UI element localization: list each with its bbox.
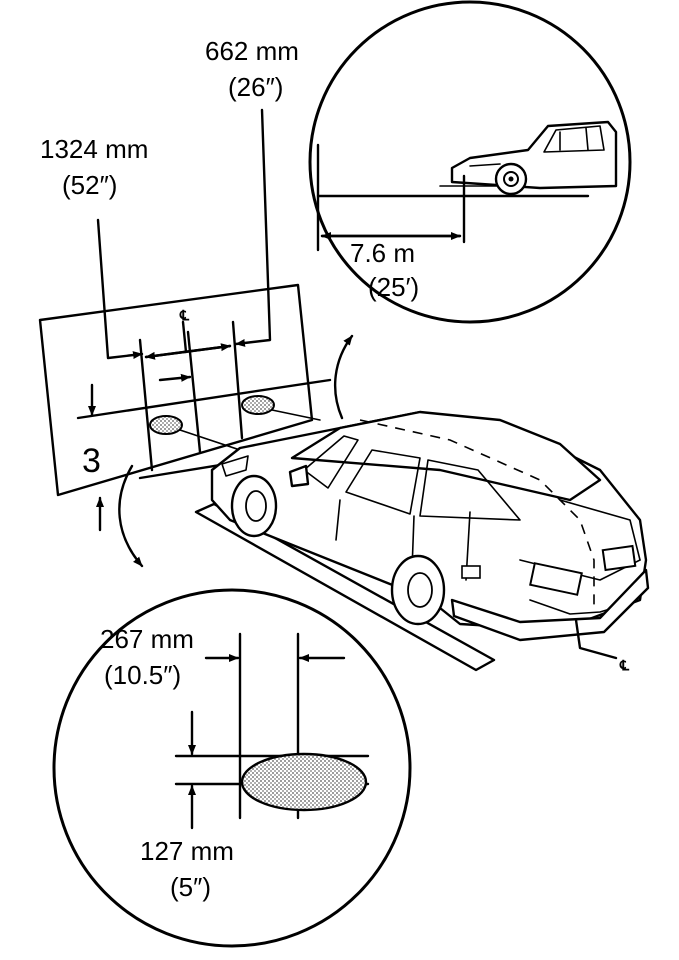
label-width-large-in: (52″) [62, 170, 117, 200]
screen-horizontal-line-upper [76, 378, 332, 420]
alignment-rail [194, 502, 496, 672]
tail-light-right [601, 544, 637, 572]
detail-car-silhouette [450, 120, 618, 196]
label-offset-v-in: (5″) [170, 872, 211, 902]
front-door-window [345, 449, 421, 515]
windshield [303, 435, 359, 489]
label-width-small-mm: 662 mm [205, 36, 299, 66]
leader-1324 [96, 218, 144, 360]
screen-centerline-symbol: ℄ [179, 307, 190, 323]
label-offset-v-mm: 127 mm [140, 836, 234, 866]
label-offset-h-mm: 267 mm [100, 624, 194, 654]
arrow-to-beam-detail [118, 464, 144, 568]
headlamp [221, 455, 249, 477]
distance-detail-circle: 7.6 m (25′) [308, 0, 632, 324]
vehicle-centerline-symbol: ℄ [619, 657, 630, 673]
rear-door-window [419, 459, 521, 521]
beam-spot-right [241, 395, 275, 415]
callout-number: 3 [82, 442, 101, 480]
label-width-small-in: (26″) [228, 72, 283, 102]
screen-centerline [181, 320, 188, 354]
label-width-large-mm: 1324 mm [40, 134, 148, 164]
vehicle-centerline-leader [574, 618, 618, 660]
side-mirror [288, 464, 310, 488]
leader-662 [234, 108, 272, 347]
label-distance-ft: (25′) [368, 272, 419, 302]
tail-light-left [529, 562, 583, 596]
beam-pattern-hotspot [240, 752, 368, 812]
label-offset-h-in: (10.5″) [104, 660, 181, 690]
beam-pattern-detail-circle: 267 mm (10.5″) 127 mm (5″) [52, 588, 412, 948]
fuel-door [461, 565, 481, 579]
label-distance-m: 7.6 m [350, 238, 415, 268]
vehicle: ℄ [194, 410, 650, 673]
arrow-to-distance-detail [333, 334, 354, 420]
beam-spot-left [149, 415, 183, 435]
